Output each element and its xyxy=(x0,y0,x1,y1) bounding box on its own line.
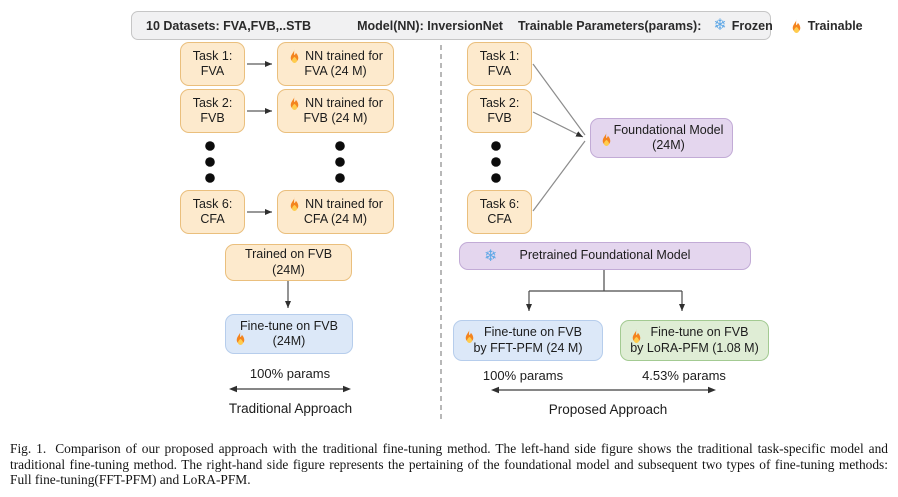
fft-pfm-box: Fine-tune on FVB by FFT-PFM (24 M) xyxy=(453,320,603,361)
task-dataset: FVB xyxy=(200,111,225,125)
task-dataset: FVA xyxy=(200,64,225,78)
params-note-left: 100% params xyxy=(249,366,331,381)
fft-label: Fine-tune on FVB xyxy=(484,325,582,339)
nn-model-box-fvb: NN trained for FVB (24 M) xyxy=(277,89,394,133)
snowflake-icon: ❄ xyxy=(484,248,498,265)
task-box-1-left: Task 1: FVA xyxy=(180,42,245,86)
flame-icon xyxy=(792,18,801,33)
task-label: Task 2: xyxy=(192,95,233,110)
arrowhead xyxy=(343,385,351,393)
task-dataset: CFA xyxy=(487,212,512,226)
snowflake-icon: ❄ xyxy=(713,16,727,34)
nn-model-params: FVA (24 M) xyxy=(304,64,367,79)
legend-params-label: Trainable Parameters(params): xyxy=(517,18,702,33)
lora-pfm-box: Fine-tune on FVB by LoRA-PFM (1.08 M) xyxy=(620,320,769,361)
foundational-label: Foundational Model xyxy=(613,122,724,137)
params-note-fft: 100% params xyxy=(482,368,564,383)
task-box-6-right: Task 6: CFA xyxy=(467,190,532,234)
task-box-2-right: Task 2: FVB xyxy=(467,89,532,133)
finetune-fvb-box: Fine-tune on FVB (24M) xyxy=(225,314,353,354)
task-box-1-right: Task 1: FVA xyxy=(467,42,532,86)
legend-model-label: Model(NN): InversionNet xyxy=(357,18,503,33)
ellipsis-dots-right-tasks xyxy=(491,141,501,183)
flame-icon xyxy=(290,49,299,64)
arrowhead xyxy=(229,385,237,393)
nn-model-params: FVB (24 M) xyxy=(303,111,368,126)
legend-datasets-label: 10 Datasets: FVA,FVB,..STB xyxy=(146,18,312,33)
pretrained-foundational-model-box: ❄ Pretrained Foundational Model xyxy=(459,242,751,270)
task-box-2-left: Task 2: FVB xyxy=(180,89,245,133)
figure-number-label: Fig. 1. xyxy=(10,441,47,456)
line-task1-to-foundational xyxy=(532,63,586,136)
line-task2-to-foundational xyxy=(532,111,584,138)
nn-model-label: NN trained for xyxy=(305,196,383,211)
task-dataset: FVB xyxy=(487,111,512,125)
params-note-lora: 4.53% params xyxy=(642,368,726,383)
lora-params: by LoRA-PFM (1.08 M) xyxy=(630,340,759,355)
nn-model-label: NN trained for xyxy=(305,48,383,63)
fft-params: by FFT-PFM (24 M) xyxy=(473,340,583,355)
legend-bar: 10 Datasets: FVA,FVB,..STB Model(NN): In… xyxy=(131,11,863,40)
trained-params: (24M) xyxy=(272,262,305,277)
pretrained-label: Pretrained Foundational Model xyxy=(519,248,691,263)
task-box-6-left: Task 6: CFA xyxy=(180,190,245,234)
ellipsis-dots-left-tasks xyxy=(205,141,215,183)
task-label: Task 2: xyxy=(479,95,520,110)
foundational-model-box: Foundational Model (24M) xyxy=(590,118,733,158)
trained-label: Trained on FVB xyxy=(244,247,333,261)
nn-model-params: CFA (24 M) xyxy=(303,212,368,227)
ellipsis-dots-left-models xyxy=(335,141,345,183)
legend-frozen-label: Frozen xyxy=(731,18,773,33)
lora-label: Fine-tune on FVB xyxy=(650,325,749,339)
flame-icon xyxy=(290,96,299,111)
nn-model-label: NN trained for xyxy=(305,95,383,110)
legend-trainable-label: Trainable xyxy=(807,18,863,33)
trained-on-fvb-box: Trained on FVB (24M) xyxy=(225,244,352,281)
flame-icon xyxy=(632,328,641,344)
traditional-approach-label: Traditional Approach xyxy=(228,401,353,416)
task-label: Task 6: xyxy=(192,196,233,211)
flame-icon xyxy=(236,330,245,346)
caption-text: Comparison of our proposed approach with… xyxy=(10,441,888,488)
arrowhead xyxy=(491,386,499,394)
task-label: Task 1: xyxy=(192,48,233,63)
flame-icon xyxy=(602,131,611,147)
task-dataset: CFA xyxy=(200,212,225,226)
nn-model-box-cfa: NN trained for CFA (24 M) xyxy=(277,190,394,234)
arrowhead xyxy=(708,386,716,394)
foundational-params: (24M) xyxy=(652,138,685,152)
task-label: Task 6: xyxy=(479,196,520,211)
nn-model-box-fva: NN trained for FVA (24 M) xyxy=(277,42,394,86)
finetune-label: Fine-tune on FVB xyxy=(240,318,338,333)
task-label: Task 1: xyxy=(479,48,520,63)
figure-caption: Fig. 1.Comparison of our proposed approa… xyxy=(10,441,888,488)
finetune-params: (24M) xyxy=(272,334,306,348)
proposed-approach-label: Proposed Approach xyxy=(548,402,668,417)
flame-icon xyxy=(290,197,299,212)
task-dataset: FVA xyxy=(487,64,512,78)
line-task6-to-foundational xyxy=(532,140,586,212)
flame-icon xyxy=(465,328,474,344)
